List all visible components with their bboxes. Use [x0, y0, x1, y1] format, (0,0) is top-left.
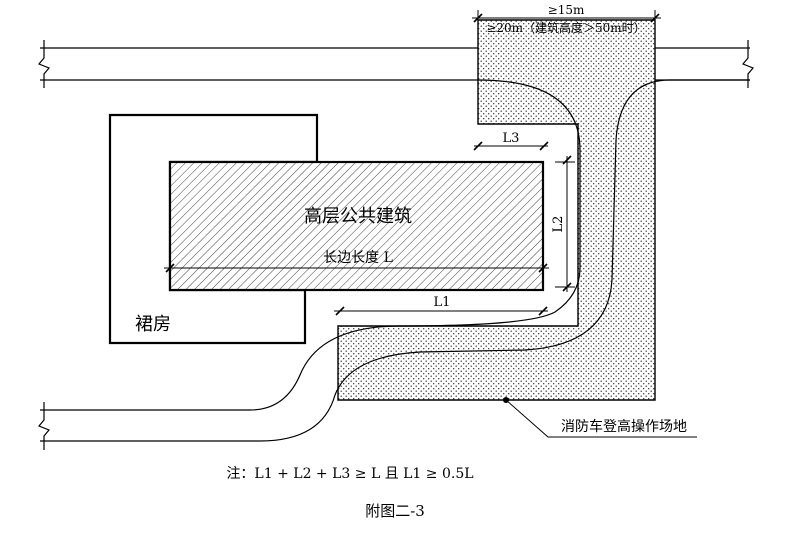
- l3-tick-right: [539, 141, 549, 151]
- l2-label: L2: [551, 216, 566, 233]
- dim-top-label-1: ≥15m: [548, 3, 585, 17]
- l3-label: L3: [503, 131, 520, 146]
- break-symbol-right-top: [742, 40, 754, 88]
- l3-tick-left: [473, 141, 483, 151]
- road-curve-outer: [249, 79, 581, 411]
- l1-tick-right: [538, 306, 548, 316]
- long-side-tick-right: [538, 263, 548, 273]
- podium-label: 裙房: [135, 314, 171, 335]
- tower-label: 高层公共建筑: [304, 206, 412, 227]
- dim-top-label-2: ≥20m（建筑高度＞50m时）: [486, 20, 645, 35]
- l1-tick-left: [335, 306, 345, 316]
- break-symbol-left-top: [38, 40, 50, 88]
- road-curve-inner: [259, 79, 750, 442]
- long-side-label: 长边长度 L: [323, 250, 393, 266]
- note-text: 注：L1 + L2 + L3 ≥ L 且 L1 ≥ 0.5L: [226, 466, 473, 482]
- l2-tick-top: [562, 155, 572, 165]
- site-leader-line: [505, 399, 697, 438]
- high-rise-tower: [168, 160, 545, 292]
- site-label: 消防车登高操作场地: [561, 418, 687, 435]
- long-side-tick-left: [165, 263, 175, 273]
- l1-label: L1: [434, 295, 451, 310]
- break-symbol-left-bottom: [38, 402, 50, 450]
- figure-caption: 附图二-3: [365, 502, 425, 520]
- fire-operation-site: [337, 19, 656, 401]
